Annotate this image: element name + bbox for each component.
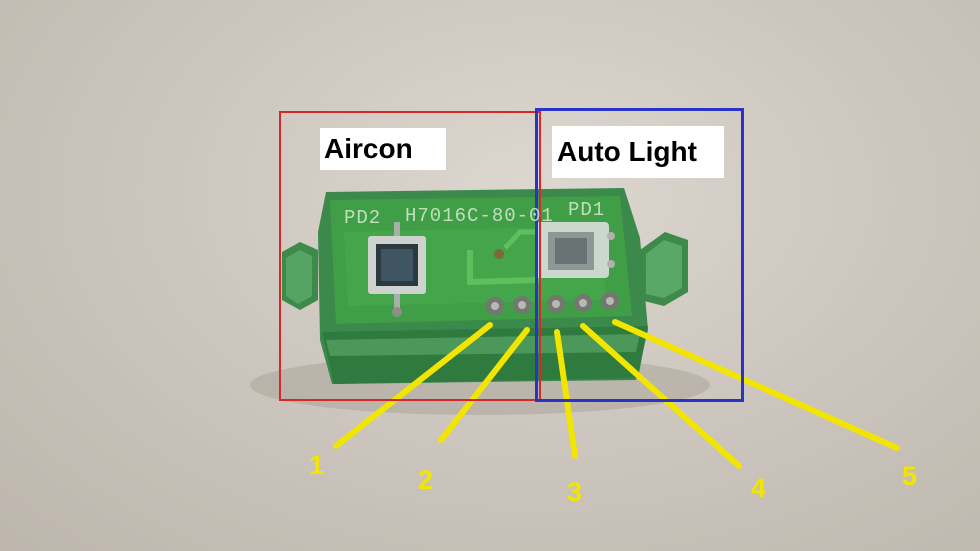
via xyxy=(494,249,504,259)
pd2-sensor-die xyxy=(381,249,413,281)
pcb-part-number: H7016C-80-01 xyxy=(405,205,554,227)
aircon-label: Aircon xyxy=(320,128,446,170)
right-clip-highlight xyxy=(646,240,682,298)
pd1-sensor-core xyxy=(555,238,587,264)
pcb-trace xyxy=(467,250,541,286)
pin-number-4: 4 xyxy=(751,473,767,503)
pcb-label-pd1: PD1 xyxy=(568,199,606,221)
left-clip-highlight xyxy=(286,250,312,304)
connector-pins xyxy=(486,292,619,315)
solder-pad xyxy=(392,307,402,317)
pin-number-2: 2 xyxy=(418,465,434,495)
pin-number-1: 1 xyxy=(309,450,325,480)
pd2-lead xyxy=(394,222,400,236)
solder-pad xyxy=(607,260,615,268)
pcb-label-pd2: PD2 xyxy=(344,207,382,229)
auto-light-label: Auto Light xyxy=(552,126,724,178)
solder-pad xyxy=(607,232,615,240)
auto-light-frame xyxy=(535,108,744,402)
aircon-frame xyxy=(279,111,541,401)
pin-number-5: 5 xyxy=(902,461,918,491)
pd2-lead xyxy=(394,294,400,310)
pin-number-3: 3 xyxy=(567,477,583,507)
pin-pointer-lines xyxy=(333,319,900,469)
pcb-trace xyxy=(503,229,540,250)
